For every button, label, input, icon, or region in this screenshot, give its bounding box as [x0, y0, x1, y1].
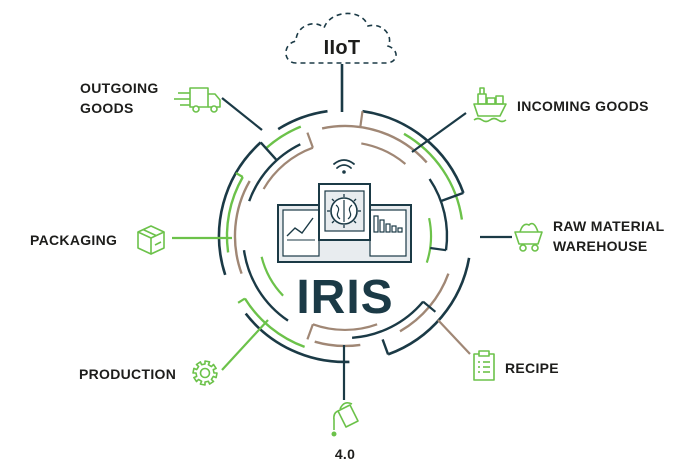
label-incoming-goods: INCOMING GOODS [517, 98, 649, 114]
connectors [172, 97, 512, 400]
central-device [277, 159, 412, 263]
delivery-truck-icon [174, 87, 221, 113]
label-outgoing-goods-1: OUTGOING [80, 80, 159, 96]
label-recipe: RECIPE [505, 360, 559, 376]
ring-tick [259, 141, 278, 162]
ring-tick [381, 338, 390, 355]
paint-bucket-icon [331, 402, 359, 437]
mine-cart-icon [514, 222, 543, 252]
ring-arc [362, 109, 465, 194]
ring-arc [314, 340, 361, 348]
connector-production [221, 319, 269, 371]
ring-tick [306, 132, 314, 149]
clipboard-icon [473, 350, 495, 381]
label-outgoing-goods-2: GOODS [80, 100, 134, 116]
brain-icon [327, 194, 361, 228]
connector-incoming [411, 112, 467, 153]
label-raw-material-1: RAW MATERIAL [553, 218, 665, 234]
ring-arc [403, 132, 464, 220]
trend-line-icon [286, 217, 314, 237]
bar-graph-icon [373, 215, 403, 233]
gear-outline [192, 360, 218, 386]
ring-arc [244, 312, 350, 364]
ring-tick [422, 300, 437, 313]
ring-arc [425, 217, 433, 263]
gear-icon [192, 360, 218, 386]
ring-arc [233, 180, 251, 275]
ring-arc [225, 176, 244, 253]
label-raw-material-2: WAREHOUSE [553, 238, 648, 254]
cloud-label: IIoT [324, 37, 361, 59]
iiot-cloud: IIoT [285, 12, 397, 64]
cloud-outline [285, 12, 397, 64]
cargo-ship-icon [473, 87, 507, 123]
ring-arc [312, 323, 378, 331]
ring-arc [387, 257, 471, 356]
ring-arc [262, 146, 314, 190]
ring-arc [352, 300, 425, 339]
connector-recipe [437, 319, 471, 355]
ring-tick [306, 323, 314, 340]
wifi-icon [333, 159, 355, 174]
ring-arc [361, 142, 407, 165]
ring-arc [265, 125, 302, 150]
ring-arc [260, 256, 284, 297]
ring-arc [321, 124, 428, 164]
ring-tick [440, 191, 464, 203]
gear-hub [199, 367, 211, 379]
ring-tick [430, 246, 447, 252]
ring-tick [237, 297, 246, 304]
ring-tick [235, 172, 244, 178]
ring-arc [248, 143, 301, 202]
center-title: IRIS [296, 271, 393, 324]
connector-outgoing [221, 97, 263, 131]
label-production: PRODUCTION [79, 366, 176, 382]
box-icon [137, 225, 165, 255]
ring-arc [243, 297, 306, 349]
ring-arc [242, 250, 289, 322]
label-4-0: 4.0 [335, 446, 355, 462]
ring-arc [217, 141, 262, 276]
label-packaging: PACKAGING [30, 232, 117, 248]
ring-arc [428, 178, 449, 251]
ring-segments [217, 109, 471, 364]
ring-tick [359, 111, 364, 128]
bars-panel [369, 209, 407, 257]
ring-arc [277, 109, 328, 131]
